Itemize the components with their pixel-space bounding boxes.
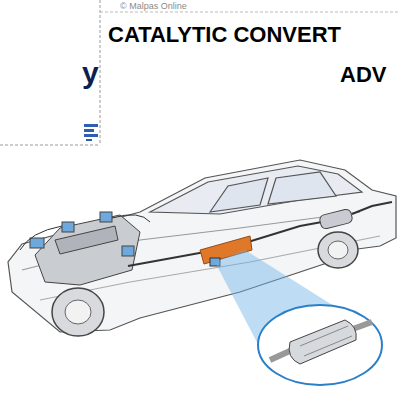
converter-detail [270, 320, 372, 364]
frame-line [0, 145, 100, 146]
watermark: © Malpas Online [120, 1, 187, 11]
frame-line [100, 12, 400, 13]
exhaust-pipe [128, 202, 392, 266]
poster-title-line: ADV [340, 62, 386, 88]
frame-line [100, 0, 101, 145]
logo-letter: y [82, 56, 99, 90]
logo-bars [84, 124, 98, 141]
poster-title: CATALYTIC CONVERT [108, 22, 341, 48]
zoom-circle [258, 305, 382, 385]
engine [20, 212, 150, 285]
muffler [319, 208, 353, 229]
